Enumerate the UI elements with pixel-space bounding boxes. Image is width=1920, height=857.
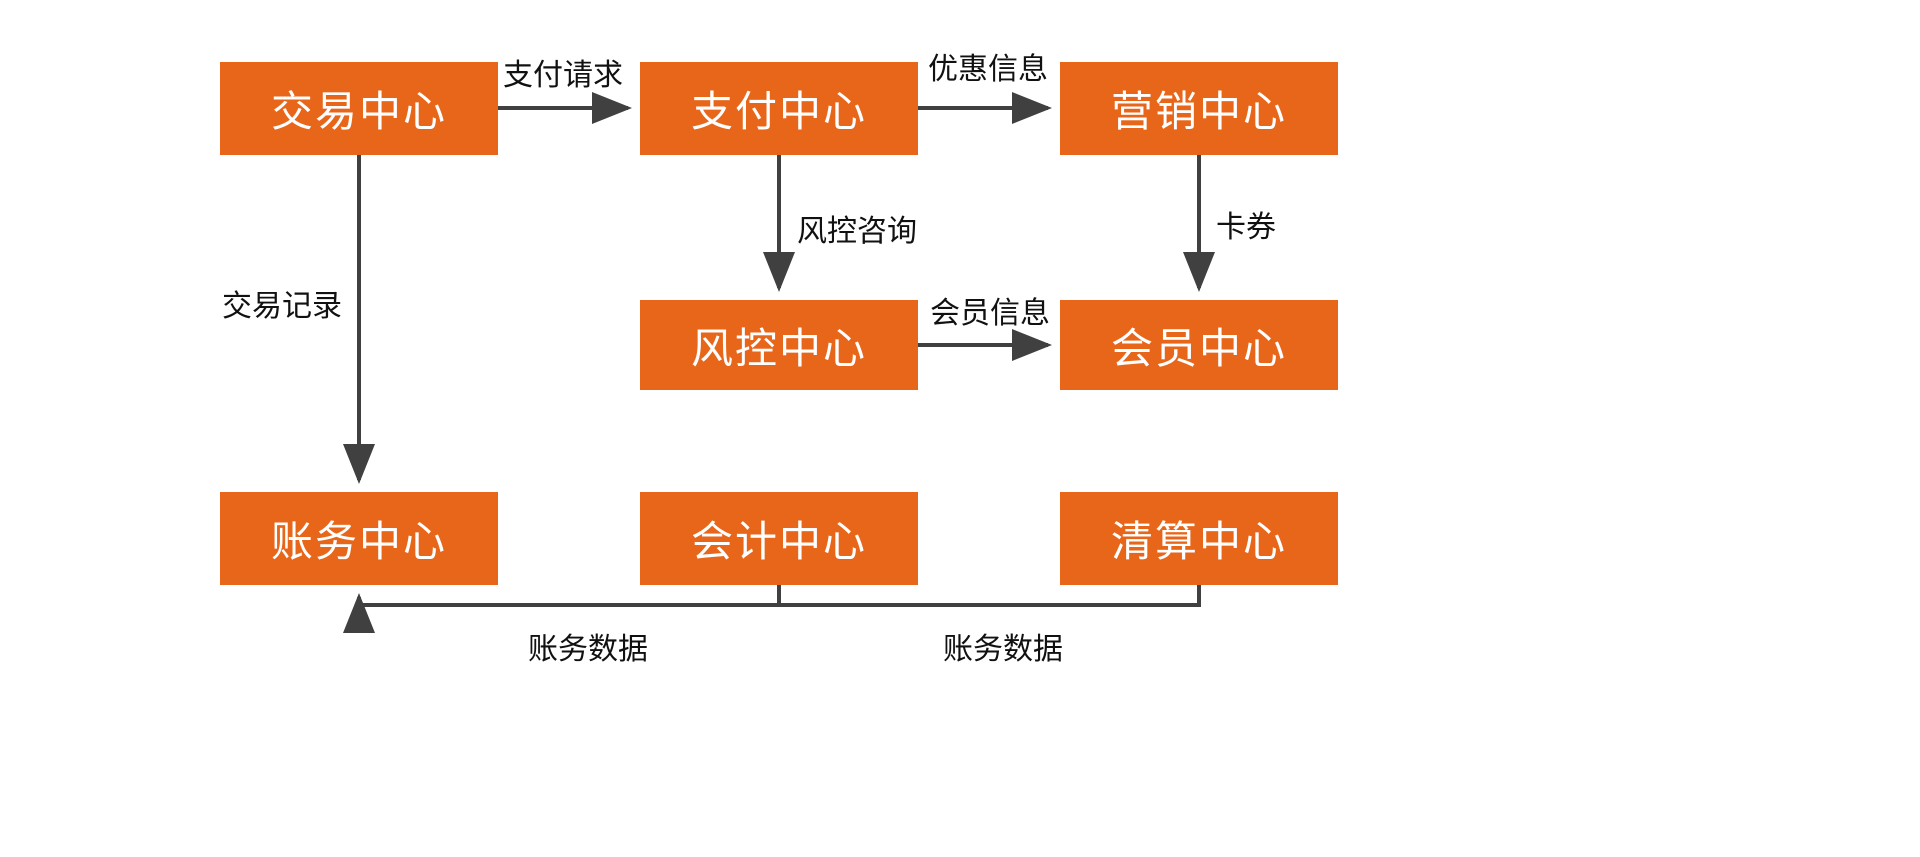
node-member-center[interactable]: 会员中心 <box>1060 300 1338 390</box>
edge-label-coupon: 卡券 <box>1216 211 1276 244</box>
node-riskcontrol-center[interactable]: 风控中心 <box>640 300 918 390</box>
node-label-trade-center: 交易中心 <box>270 88 447 135</box>
edge-label-account-data-right: 账务数据 <box>943 633 1063 666</box>
node-label-clearing-center: 清算中心 <box>1110 518 1287 565</box>
edge-label-account-data-left: 账务数据 <box>528 633 648 666</box>
edge-label-risk-consult: 风控咨询 <box>797 215 917 248</box>
edge-label-promo-info: 优惠信息 <box>928 53 1048 86</box>
node-clearing-center[interactable]: 清算中心 <box>1060 492 1338 585</box>
node-trade-center[interactable]: 交易中心 <box>220 62 498 155</box>
node-accounting-center[interactable]: 会计中心 <box>640 492 918 585</box>
node-label-account-center: 账务中心 <box>270 518 447 565</box>
edge-label-member-info: 会员信息 <box>930 297 1050 330</box>
node-marketing-center[interactable]: 营销中心 <box>1060 62 1338 155</box>
node-label-member-center: 会员中心 <box>1110 324 1287 372</box>
connector-account-data-left <box>343 585 781 633</box>
edge-label-trade-record: 交易记录 <box>222 290 342 323</box>
node-label-accounting-center: 会计中心 <box>690 518 867 565</box>
node-account-center[interactable]: 账务中心 <box>220 492 498 585</box>
node-label-payment-center: 支付中心 <box>690 88 867 135</box>
edge-label-payment-request: 支付请求 <box>503 59 623 92</box>
node-label-riskcontrol-center: 风控中心 <box>690 324 867 372</box>
node-payment-center[interactable]: 支付中心 <box>640 62 918 155</box>
connector-account-data-right <box>779 585 1201 607</box>
node-label-marketing-center: 营销中心 <box>1110 88 1287 135</box>
